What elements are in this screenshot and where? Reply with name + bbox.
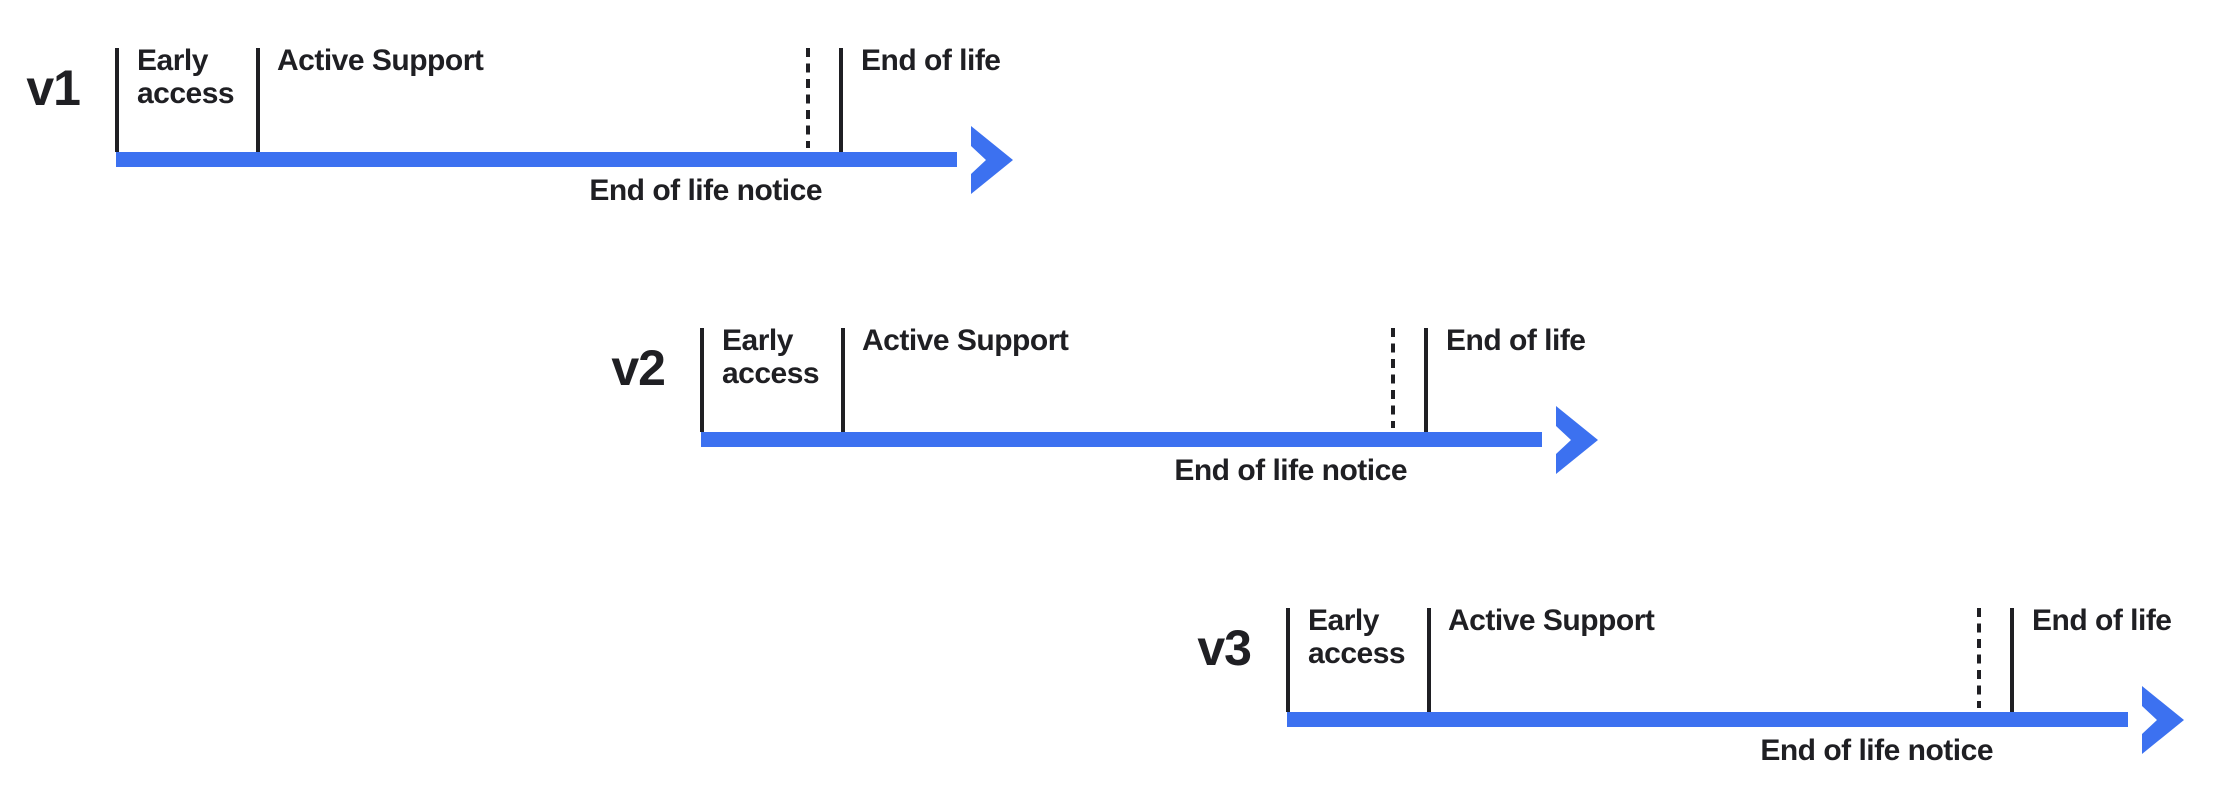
active-support-label: Active Support bbox=[1448, 604, 1655, 637]
early-access-start-tick bbox=[1286, 608, 1290, 712]
arrowhead-chevron-icon bbox=[1556, 406, 1598, 474]
active-support-label: Active Support bbox=[862, 324, 1069, 357]
timeline-row-v1: v1 Early access Active Support End of li… bbox=[0, 0, 1120, 240]
active-support-start-tick bbox=[841, 328, 845, 432]
early-access-label: Early access bbox=[1308, 604, 1406, 670]
end-of-life-tick bbox=[1424, 328, 1428, 432]
end-of-life-notice-dashed-tick bbox=[1391, 328, 1395, 428]
early-access-start-tick bbox=[700, 328, 704, 432]
end-of-life-notice-label: End of life notice bbox=[1174, 454, 1407, 487]
active-support-label: Active Support bbox=[277, 44, 484, 77]
version-label: v3 bbox=[1197, 620, 1252, 676]
arrowhead-chevron-icon bbox=[971, 126, 1013, 194]
arrowhead-chevron-icon bbox=[2142, 686, 2184, 754]
early-access-label: Early access bbox=[722, 324, 820, 390]
end-of-life-tick bbox=[2010, 608, 2014, 712]
end-of-life-notice-dashed-tick bbox=[1977, 608, 1981, 708]
timeline-arrow-bar bbox=[116, 152, 957, 167]
early-access-start-tick bbox=[115, 48, 119, 152]
timeline-row-v3: v3 Early access Active Support End of li… bbox=[1171, 560, 2228, 800]
end-of-life-label: End of life bbox=[2032, 604, 2172, 637]
active-support-start-tick bbox=[1427, 608, 1431, 712]
end-of-life-label: End of life bbox=[861, 44, 1001, 77]
end-of-life-label: End of life bbox=[1446, 324, 1586, 357]
active-support-start-tick bbox=[256, 48, 260, 152]
end-of-life-tick bbox=[839, 48, 843, 152]
end-of-life-notice-dashed-tick bbox=[806, 48, 810, 148]
end-of-life-notice-label: End of life notice bbox=[589, 174, 822, 207]
timeline-arrow-bar bbox=[701, 432, 1542, 447]
timeline-row-v2: v2 Early access Active Support End of li… bbox=[585, 280, 1705, 520]
early-access-label: Early access bbox=[137, 44, 235, 110]
end-of-life-notice-label: End of life notice bbox=[1760, 734, 1993, 767]
version-label: v2 bbox=[611, 340, 666, 396]
version-label: v1 bbox=[26, 60, 81, 116]
timeline-arrow-bar bbox=[1287, 712, 2128, 727]
